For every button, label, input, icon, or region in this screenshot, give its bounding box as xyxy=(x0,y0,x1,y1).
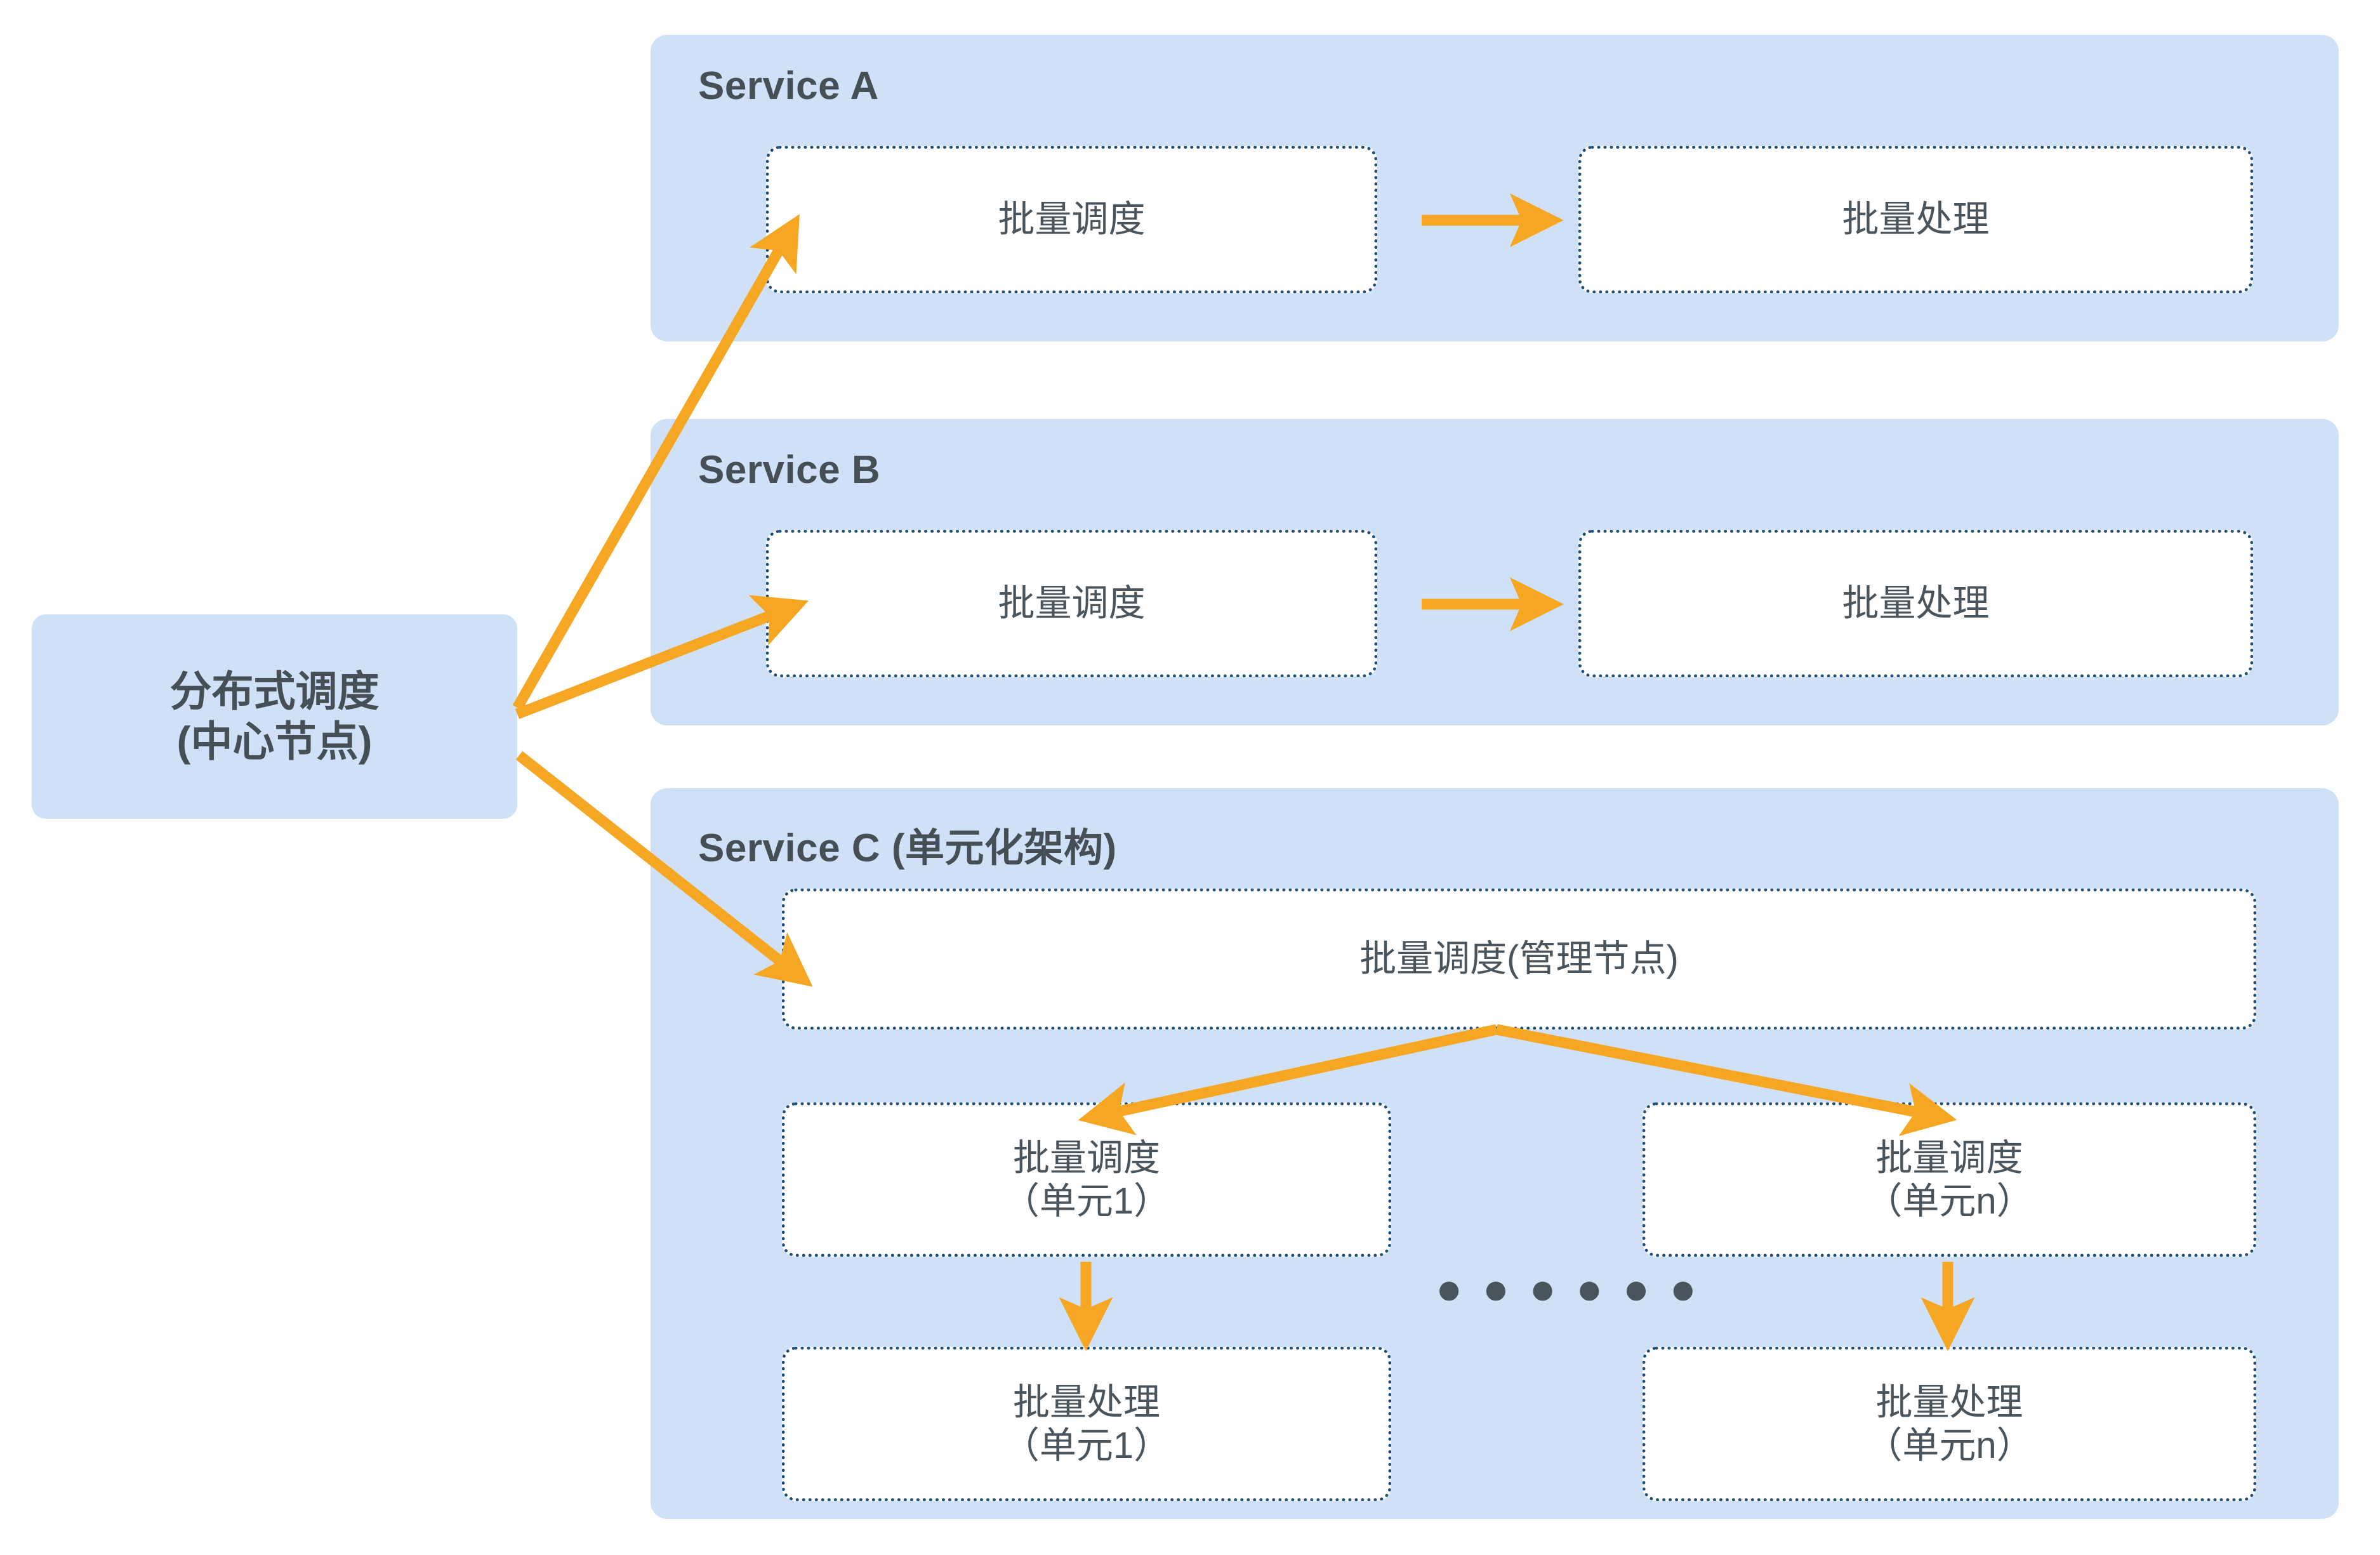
node-c-process-unit1-label: 批量处理 （单元1） xyxy=(1002,1382,1171,1466)
node-c-manager[interactable]: 批量调度(管理节点) xyxy=(782,889,2256,1029)
node-c-schedule-unitn[interactable]: 批量调度 （单元n） xyxy=(1643,1102,2256,1257)
node-a-process[interactable]: 批量处理 xyxy=(1578,146,2253,293)
service-b-title: Service B xyxy=(698,448,881,492)
node-c-process-unitn-label: 批量处理 （单元n） xyxy=(1865,1382,2033,1466)
node-c-schedule-unitn-label: 批量调度 （单元n） xyxy=(1865,1137,2033,1222)
node-b-schedule-label: 批量调度 xyxy=(998,583,1146,625)
node-b-process[interactable]: 批量处理 xyxy=(1578,530,2253,677)
ellipsis-indicator: ● ● ● ● ● ● xyxy=(1436,1264,1700,1313)
node-a-schedule[interactable]: 批量调度 xyxy=(766,146,1377,293)
node-b-schedule[interactable]: 批量调度 xyxy=(766,530,1377,677)
center-node[interactable]: 分布式调度 (中心节点) xyxy=(32,614,517,819)
node-c-schedule-unit1[interactable]: 批量调度 （单元1） xyxy=(782,1102,1391,1257)
node-b-process-label: 批量处理 xyxy=(1842,583,1990,625)
node-c-process-unit1[interactable]: 批量处理 （单元1） xyxy=(782,1347,1391,1501)
node-c-process-unitn[interactable]: 批量处理 （单元n） xyxy=(1643,1347,2256,1501)
center-node-label: 分布式调度 (中心节点) xyxy=(169,667,380,765)
service-c-title: Service C (单元化架构) xyxy=(698,826,1117,870)
node-c-schedule-unit1-label: 批量调度 （单元1） xyxy=(1002,1137,1171,1222)
node-a-process-label: 批量处理 xyxy=(1842,199,1990,241)
node-c-manager-label: 批量调度(管理节点) xyxy=(1359,938,1679,980)
node-a-schedule-label: 批量调度 xyxy=(998,199,1146,241)
service-a-title: Service A xyxy=(698,64,879,108)
